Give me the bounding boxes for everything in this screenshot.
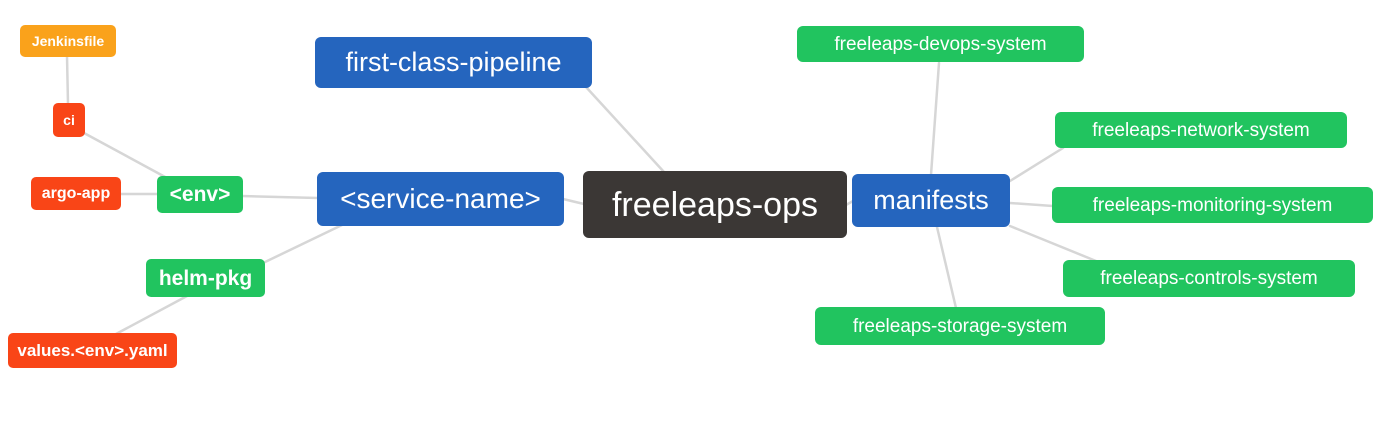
- edge-values-helmpkg: [114, 294, 189, 336]
- node-freeleaps-devops-system[interactable]: freeleaps-devops-system: [797, 26, 1084, 62]
- edge-pipeline-freeleapsops: [584, 85, 666, 174]
- node-env[interactable]: <env>: [157, 176, 243, 213]
- node-first-class-pipeline[interactable]: first-class-pipeline: [315, 37, 592, 88]
- node-freeleaps-ops[interactable]: freeleaps-ops: [583, 171, 847, 238]
- edge-env-servicename: [240, 194, 320, 200]
- node-freeleaps-controls-system[interactable]: freeleaps-controls-system: [1063, 260, 1355, 297]
- edge-ci-env: [82, 131, 169, 180]
- edge-manifests-network: [1008, 146, 1065, 183]
- node-jenkinsfile[interactable]: Jenkinsfile: [20, 25, 116, 57]
- node-manifests[interactable]: manifests: [852, 174, 1010, 227]
- edge-manifests-storage: [935, 225, 958, 310]
- edge-manifests-controls: [1008, 224, 1098, 263]
- node-ci[interactable]: ci: [53, 103, 85, 137]
- node-argo-app[interactable]: argo-app: [31, 177, 121, 210]
- node-freeleaps-storage-system[interactable]: freeleaps-storage-system: [815, 307, 1105, 345]
- edge-servicename-freeleapsops: [561, 197, 586, 206]
- edge-manifests-devops: [929, 61, 941, 177]
- node-values-env-yaml[interactable]: values.<env>.yaml: [8, 333, 177, 368]
- node-freeleaps-monitoring-system[interactable]: freeleaps-monitoring-system: [1052, 187, 1373, 223]
- edge-helmpkg-servicename: [261, 223, 344, 265]
- edge-jenkinsfile-ci: [65, 54, 70, 106]
- edge-manifests-monitoring: [1008, 201, 1055, 208]
- node-helm-pkg[interactable]: helm-pkg: [146, 259, 265, 297]
- node-service-name[interactable]: <service-name>: [317, 172, 564, 226]
- node-freeleaps-network-system[interactable]: freeleaps-network-system: [1055, 112, 1347, 148]
